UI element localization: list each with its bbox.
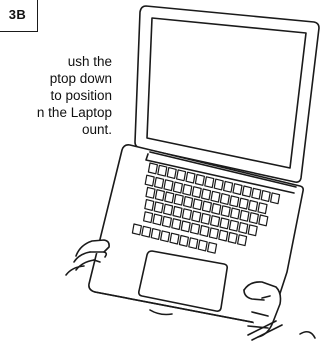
front-notch: [150, 310, 172, 315]
